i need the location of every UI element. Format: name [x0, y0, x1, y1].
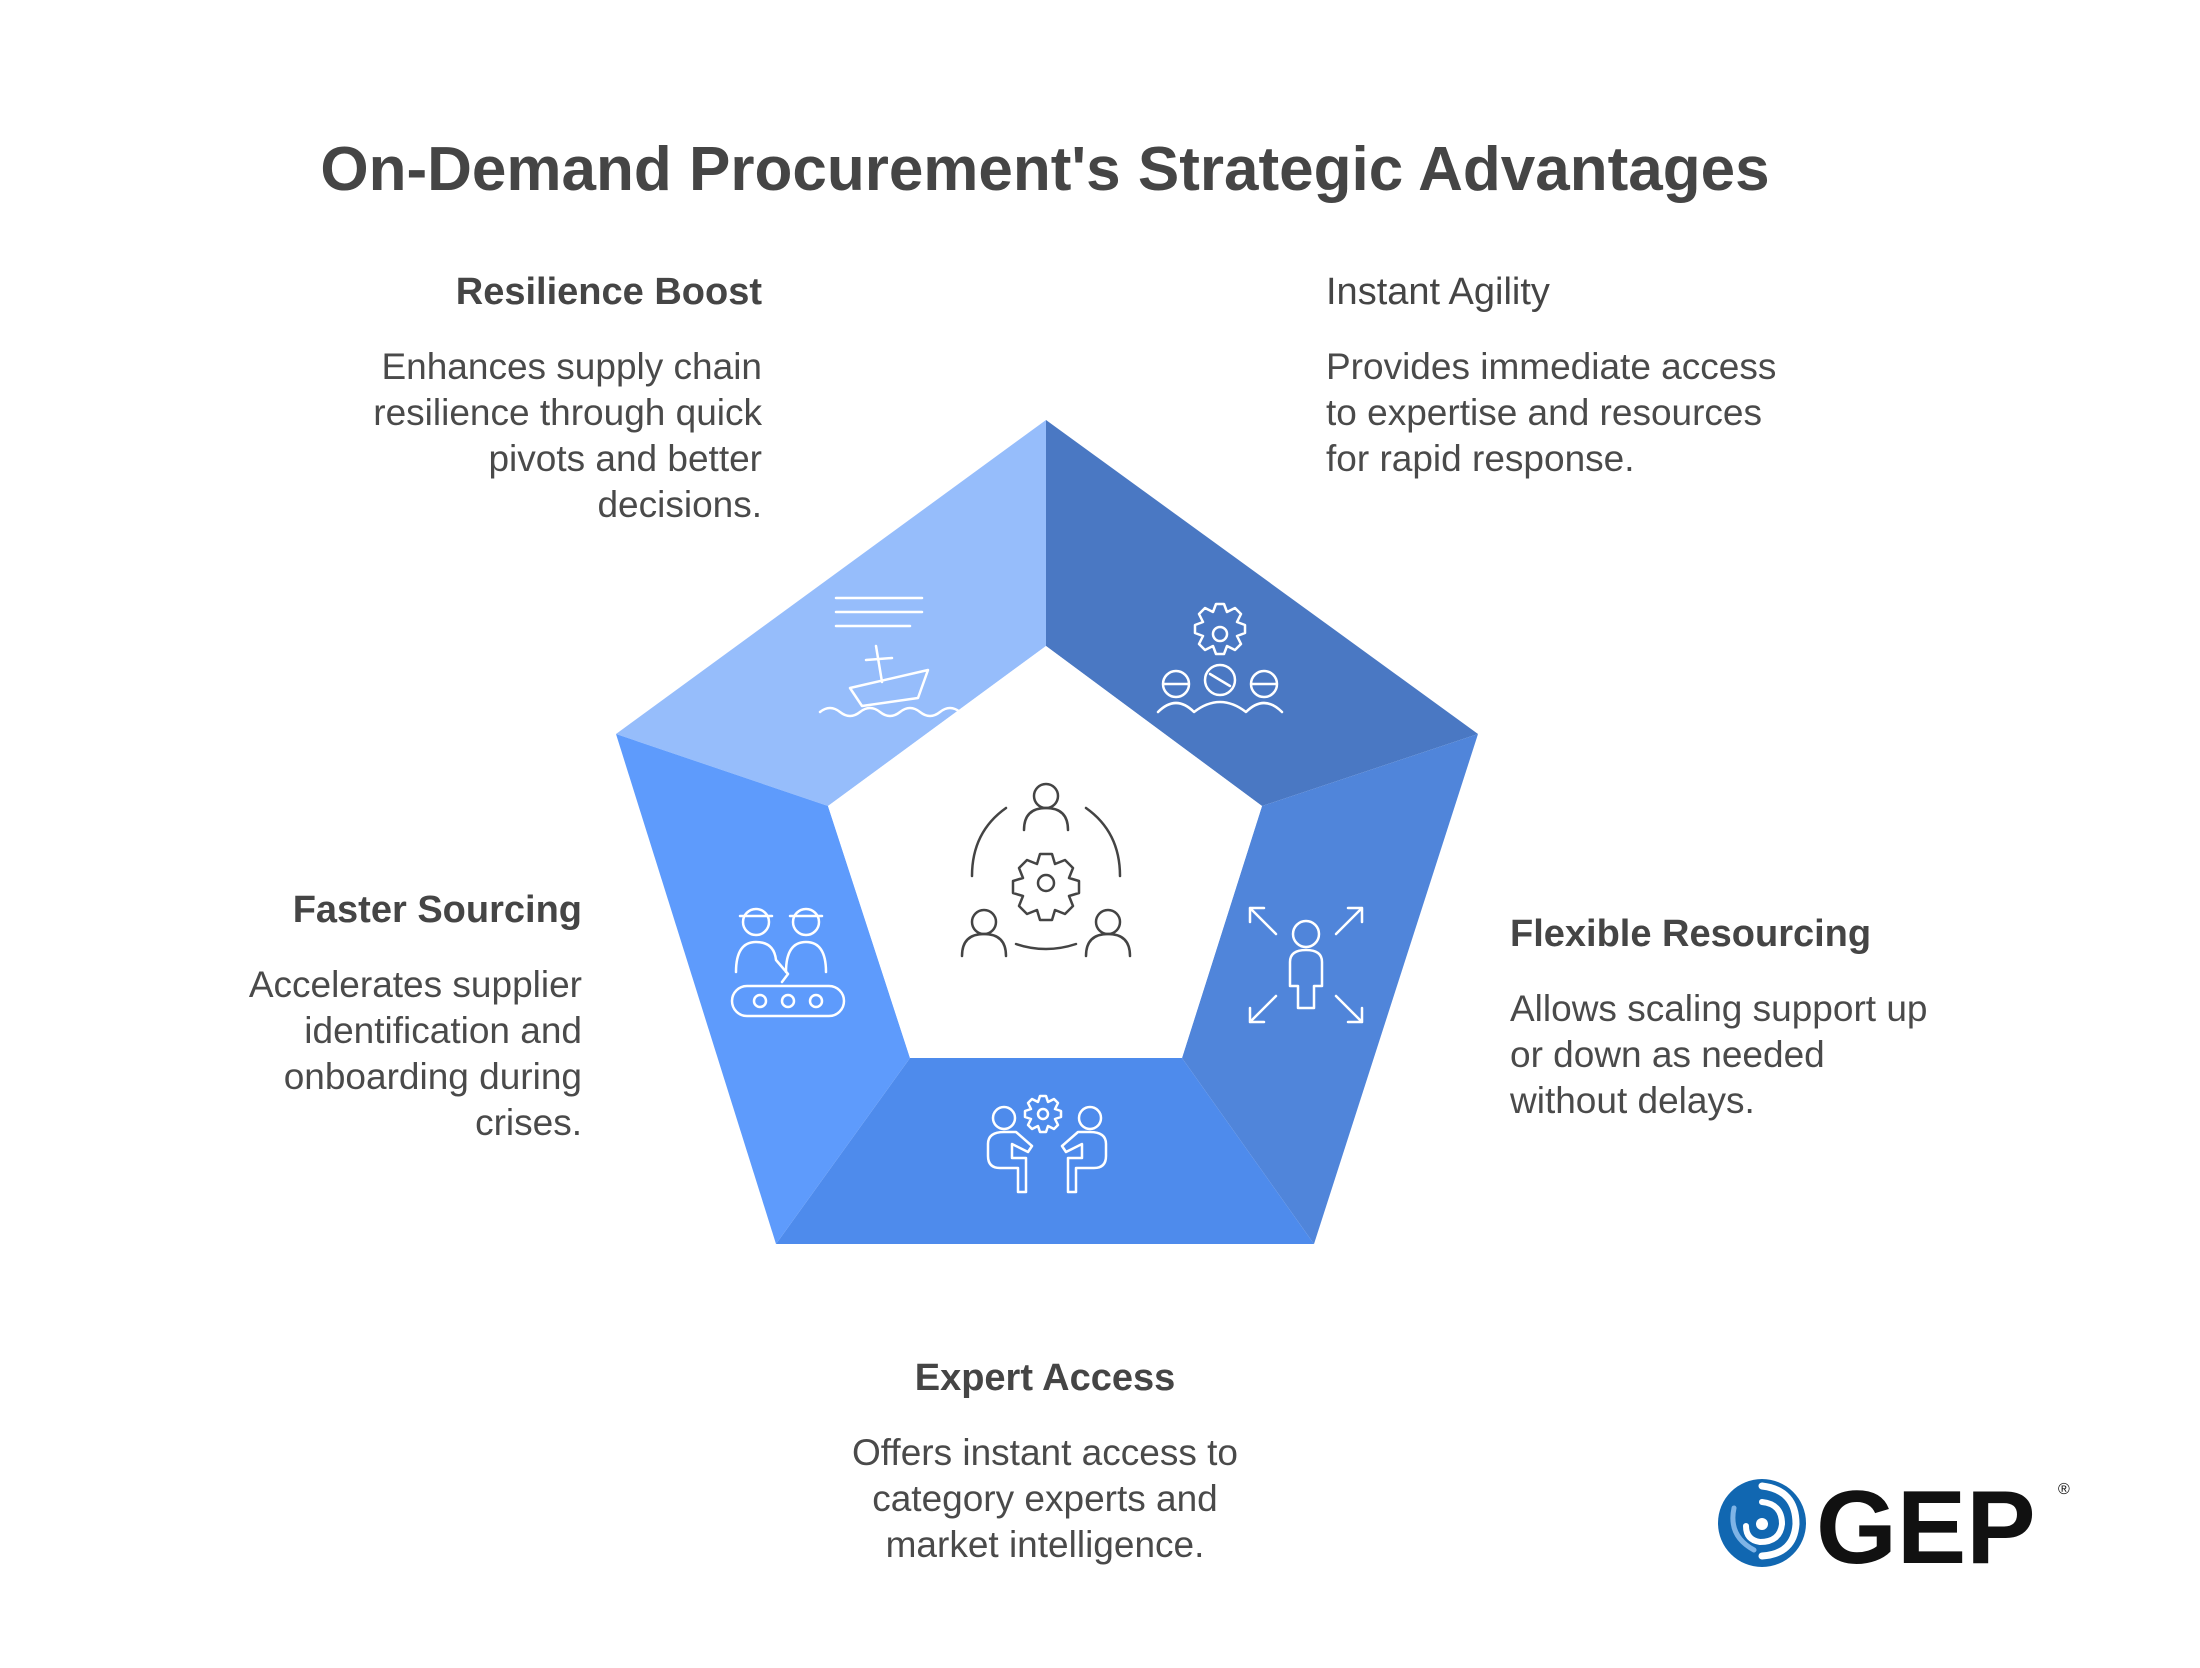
gep-logo-text: GEP — [1816, 1470, 2036, 1578]
segment-flexible — [1182, 734, 1478, 1244]
segment-resilience — [616, 420, 1046, 806]
sourcing-heading: Faster Sourcing — [292, 889, 582, 931]
sourcing-description: Accelerates supplier identification and … — [248, 964, 582, 1143]
resilience-text: Resilience Boost Enhances supply chain r… — [330, 268, 762, 528]
segment-agility — [1046, 420, 1478, 806]
workers-conveyor-icon — [730, 907, 846, 1018]
page-title: On-Demand Procurement's Strategic Advant… — [320, 135, 1770, 204]
scaling-person-icon — [1248, 906, 1364, 1024]
segment-sourcing — [616, 734, 910, 1244]
expert-description: Offers instant access to category expert… — [852, 1432, 1238, 1565]
collaboration-cycle-icon — [960, 782, 1132, 958]
flexible-description: Allows scaling support up or down as nee… — [1510, 988, 1928, 1121]
flexible-heading: Flexible Resourcing — [1510, 913, 1872, 955]
center-area — [828, 646, 1262, 1058]
agility-heading: Instant Agility — [1326, 271, 1550, 313]
resilience-heading: Resilience Boost — [455, 271, 762, 313]
resilience-description: Enhances supply chain resilience through… — [373, 346, 762, 525]
sinking-ship-icon — [818, 596, 962, 718]
consultation-icon — [986, 1094, 1108, 1194]
segment-expert — [776, 1058, 1314, 1244]
gep-swirl-icon — [1718, 1479, 1806, 1567]
agility-text: Instant Agility Provides immediate acces… — [1326, 268, 1786, 482]
sourcing-text: Faster Sourcing Accelerates supplier ide… — [200, 886, 582, 1146]
expert-text: Expert Access Offers instant access to c… — [820, 1354, 1270, 1568]
team-gear-icon — [1156, 602, 1284, 714]
agility-description: Provides immediate access to expertise a… — [1326, 346, 1777, 479]
expert-heading: Expert Access — [914, 1357, 1176, 1399]
gep-registered-mark: ® — [2058, 1481, 2070, 1498]
gep-logo: GEP ® — [1718, 1470, 2070, 1578]
flexible-text: Flexible Resourcing Allows scaling suppo… — [1510, 910, 1950, 1124]
